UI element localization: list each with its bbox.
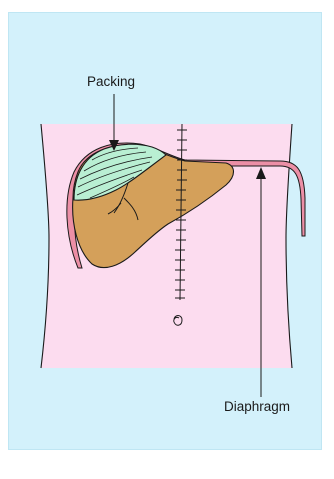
- diaphragm-label: Diaphragm: [224, 399, 290, 414]
- packing-label: Packing: [87, 74, 135, 89]
